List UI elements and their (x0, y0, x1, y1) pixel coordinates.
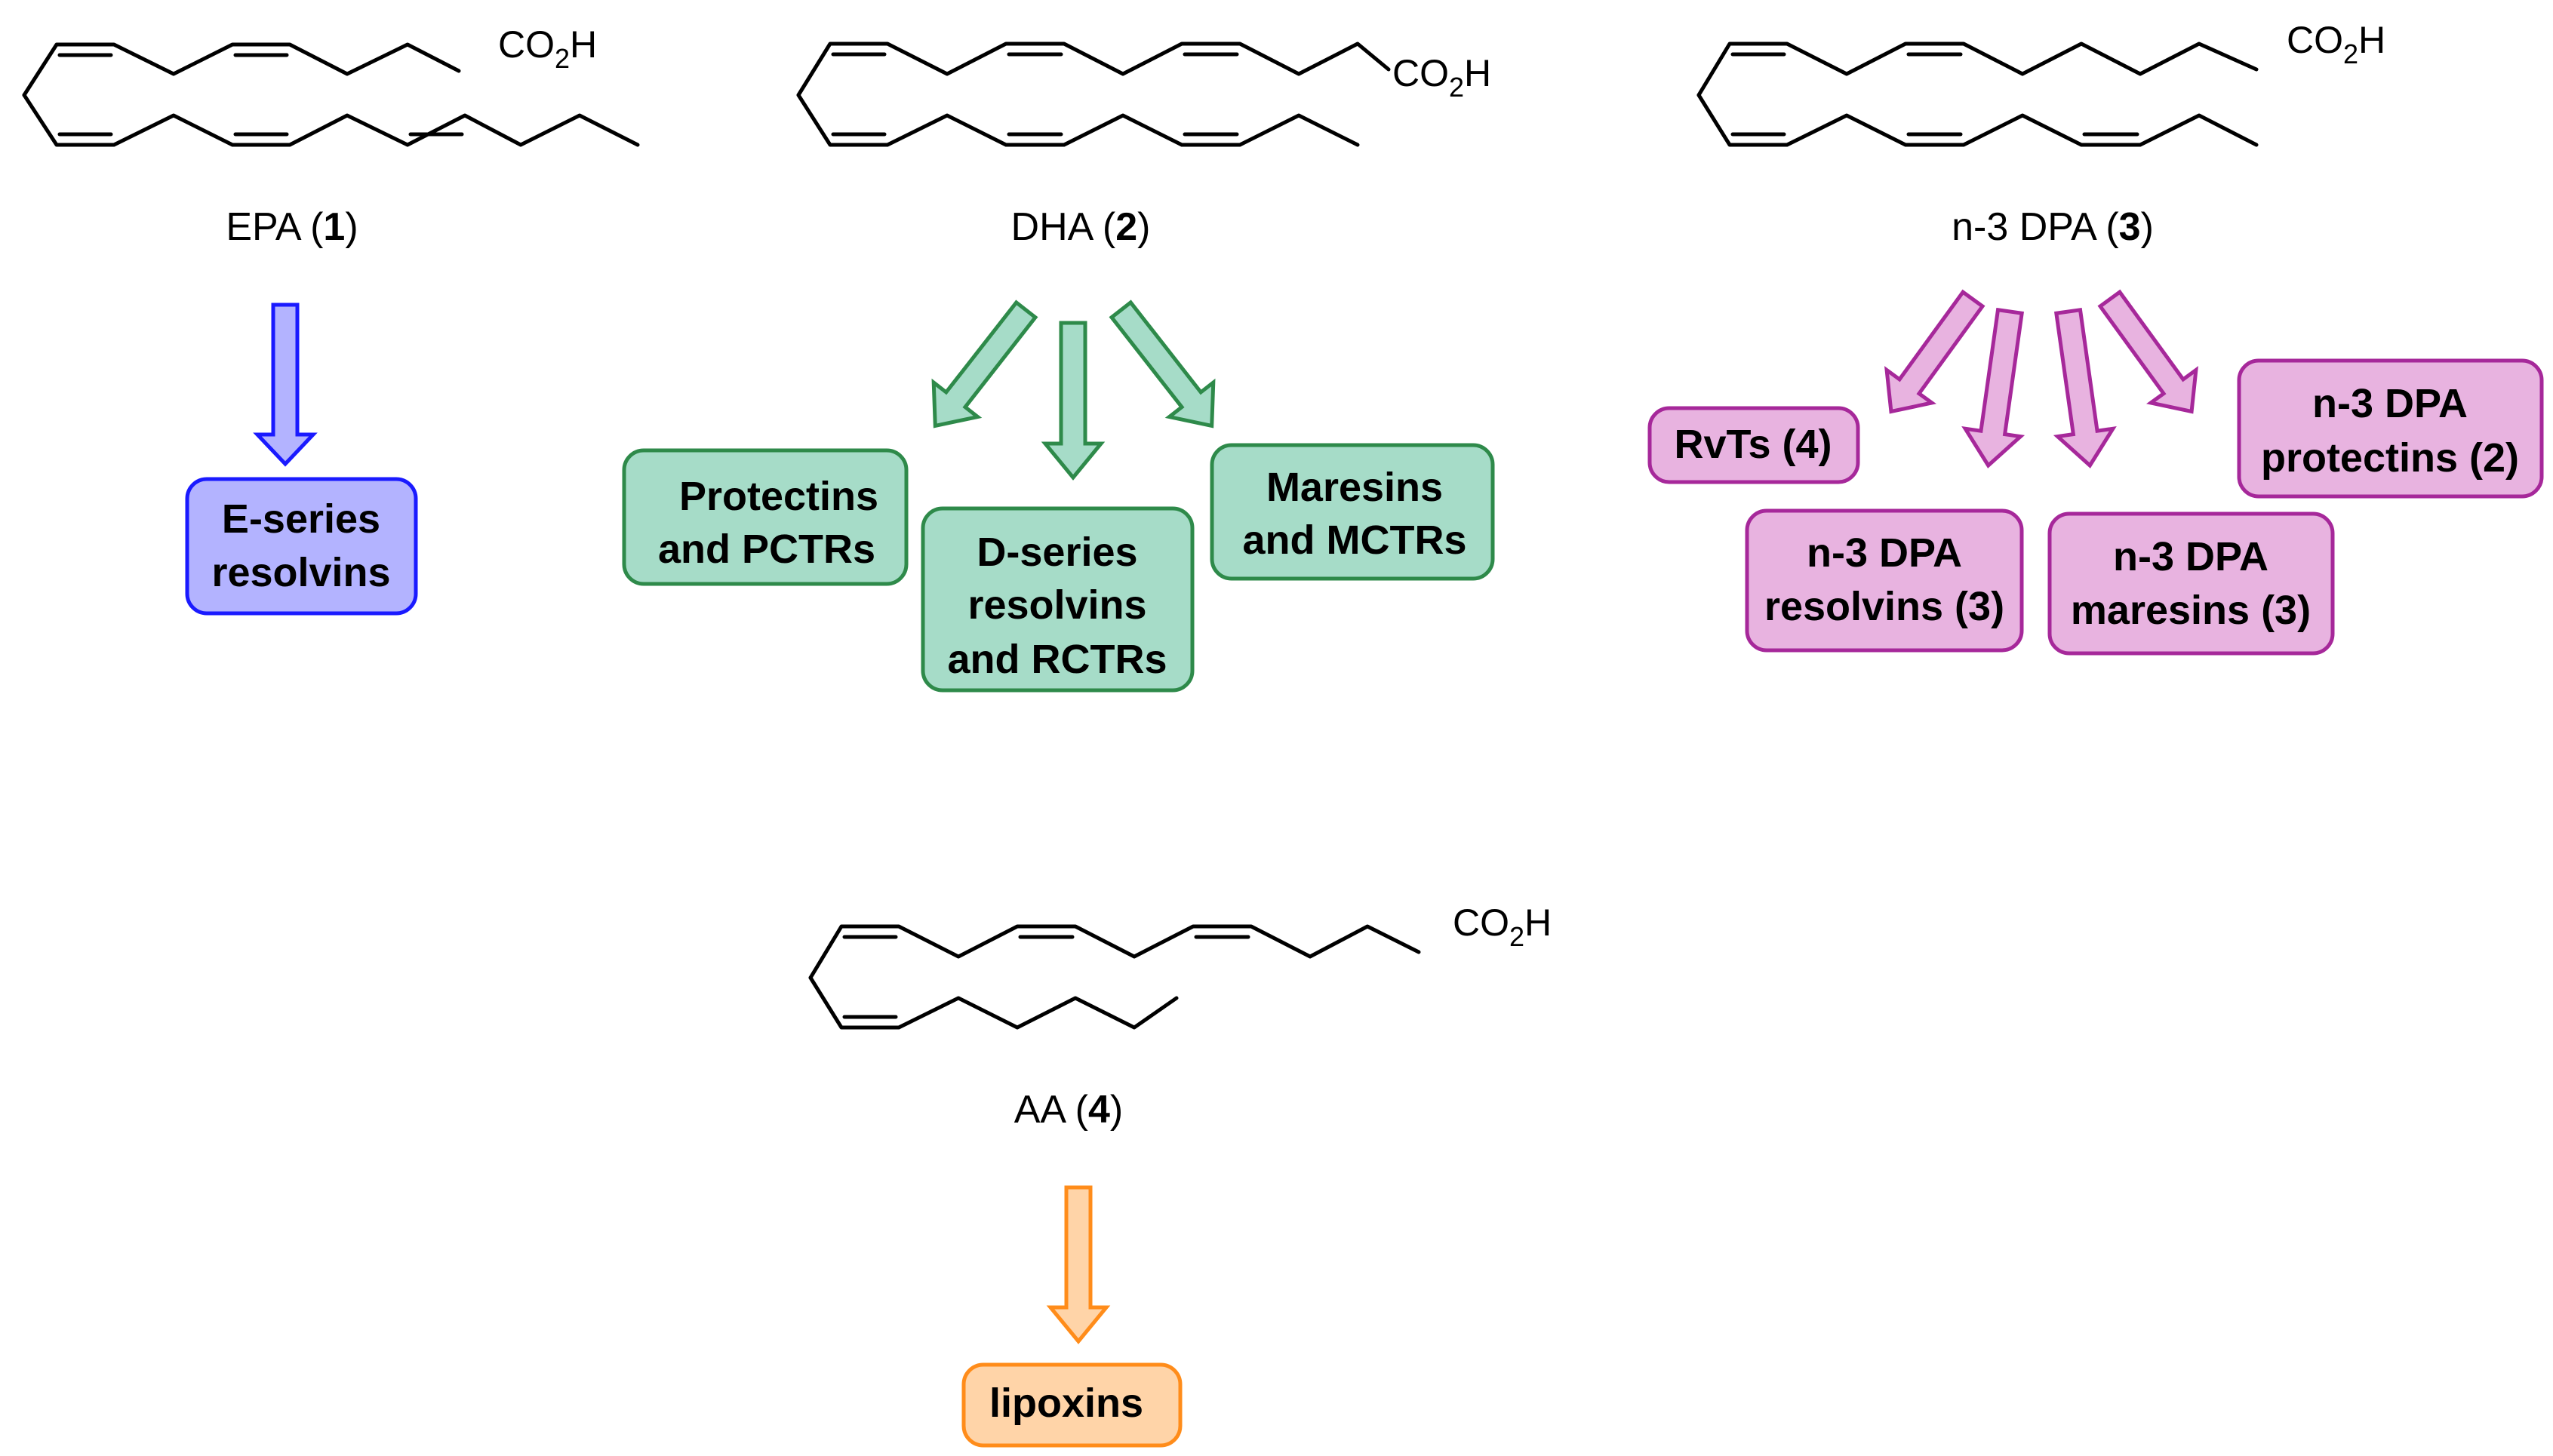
svg-text:n-3 DPA: n-3 DPA (2312, 381, 2468, 426)
dpa-acid-label: CO2H (2287, 19, 2385, 69)
box-rvts: RvTs (4) (1647, 406, 1860, 484)
box-maresins-mctrs: Maresins and MCTRs (1210, 443, 1495, 581)
svg-text:maresins (3): maresins (3) (2071, 588, 2311, 633)
epa-acid-label: CO2H (498, 23, 597, 74)
dha-acid-label: CO2H (1392, 52, 1491, 103)
svg-text:and MCTRs: and MCTRs (1243, 518, 1467, 563)
box-dpa-resolvins: n-3 DPA resolvins (3) (1745, 508, 2024, 653)
box-lipoxins: lipoxins (961, 1362, 1183, 1448)
dpa-name-label: n-3 DPA (3) (1952, 205, 2154, 249)
svg-text:protectins (2): protectins (2) (2261, 435, 2519, 481)
box-e-series-resolvins: E-series resolvins (185, 477, 418, 616)
svg-text:and RCTRs: and RCTRs (947, 637, 1167, 682)
box-dpa-protectins: n-3 DPA protectins (2) (2237, 358, 2544, 499)
arrow-epa (253, 303, 318, 467)
aa-name-label: AA (4) (1014, 1088, 1124, 1132)
box-d-series-resolvins: D-series resolvins and RCTRs (921, 506, 1195, 693)
box-protectins-pctrs: Protectins and PCTRs (622, 448, 909, 586)
arrow-aa (1046, 1185, 1111, 1344)
dha-structure (796, 41, 1391, 147)
svg-text:resolvins: resolvins (967, 582, 1146, 628)
aa-structure (808, 924, 1421, 1030)
arrow-dha-right (1109, 299, 1216, 429)
dha-name-label: DHA (2) (1011, 205, 1151, 249)
svg-text:RvTs (4): RvTs (4) (1674, 422, 1832, 467)
svg-text:resolvins: resolvins (211, 550, 390, 595)
arrow-dha-center (1041, 321, 1106, 481)
arrow-dpa-resolvins (1961, 307, 2025, 468)
svg-text:lipoxins: lipoxins (989, 1381, 1143, 1426)
aa-acid-label: CO2H (1453, 902, 1552, 952)
svg-text:Maresins: Maresins (1266, 465, 1443, 510)
box-dpa-maresins: n-3 DPA maresins (3) (2047, 511, 2335, 656)
arrow-dpa-rvts (1884, 289, 1985, 414)
svg-text:resolvins (3): resolvins (3) (1764, 584, 2004, 629)
svg-text:n-3 DPA: n-3 DPA (1807, 530, 1962, 576)
svg-text:n-3 DPA: n-3 DPA (2113, 534, 2268, 579)
svg-text:E-series: E-series (222, 496, 380, 542)
svg-text:D-series: D-series (977, 530, 1137, 575)
dpa-structure (1696, 41, 2259, 147)
svg-text:Protectins: Protectins (679, 474, 878, 519)
svg-text:and PCTRs: and PCTRs (658, 527, 875, 572)
arrow-dpa-maresins (2053, 307, 2117, 468)
epa-name-label: EPA (1) (226, 205, 358, 249)
arrow-dpa-protectins (2097, 289, 2198, 414)
arrow-dha-left (931, 299, 1038, 429)
epa-structure (22, 42, 640, 147)
